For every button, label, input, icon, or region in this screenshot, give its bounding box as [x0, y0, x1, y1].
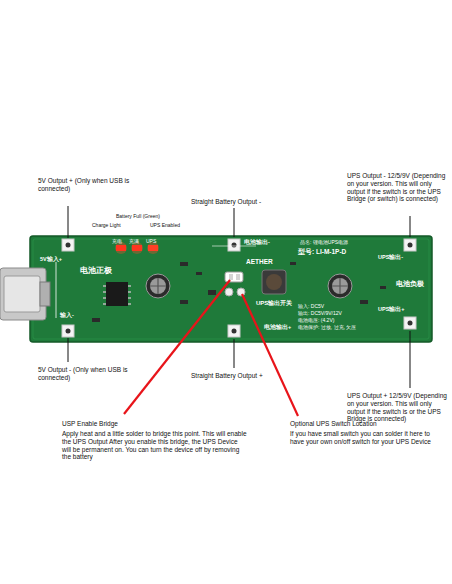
callout-text: 5V Output - (Only when USB is connected) — [38, 366, 138, 382]
silkscreen-text: 品名: 锂电池UPS电源 — [300, 239, 348, 245]
silkscreen-text: AETHER — [246, 258, 273, 266]
silkscreen-text: 型号: LI-M-1P-D — [298, 248, 346, 256]
silkscreen-text: 电池正极 — [80, 266, 112, 276]
silkscreen-text: 输入- — [60, 312, 74, 319]
silkscreen-text: 5V输入+ — [40, 256, 62, 263]
callout-text: Straight Battery Output - — [191, 198, 261, 206]
silkscreen-text: 输出: DC5V/9V/12V — [298, 310, 342, 316]
led-label: UPS Enabled — [150, 222, 180, 228]
callout-text: UPS Output + 12/5/9V (Depending on your … — [347, 392, 447, 423]
callout-text: If you have small switch you can solder … — [290, 430, 445, 446]
led-label: Charge Light — [92, 222, 121, 228]
silkscreen-text: UPS输出开关 — [256, 300, 292, 307]
silkscreen-text: UPS输出+ — [378, 306, 405, 313]
silkscreen-text: 电池输出- — [244, 239, 270, 246]
silkscreen-text: 充满 — [129, 238, 139, 244]
silkscreen-text: 电池输出+ — [264, 324, 291, 331]
silkscreen-text: 输入: DC5V — [298, 303, 324, 309]
silkscreen-text: 电池负极 — [396, 280, 424, 288]
callout-text: Apply heat and a little solder to bridge… — [62, 430, 247, 461]
callout-text: UPS Output - 12/5/9V (Depending on your … — [347, 172, 447, 203]
callout-text: Straight Battery Output + — [191, 372, 263, 380]
led-label: Battery Full (Green) — [116, 213, 160, 219]
silkscreen-text: 电池电压: (4.2V) — [298, 317, 334, 323]
callout-heading: USP Enable Bridge — [62, 420, 247, 428]
silkscreen-text: UPS — [146, 238, 156, 244]
callout-text: 5V Output + (Only when USB is connected) — [38, 177, 138, 193]
callout-heading: Optional UPS Switch Location — [290, 420, 445, 428]
silkscreen-text: 充电 — [112, 238, 122, 244]
silkscreen-text: 电池保护: 过放, 过充, 欠压 — [298, 324, 356, 330]
silkscreen-text: UPS输出- — [378, 254, 403, 261]
